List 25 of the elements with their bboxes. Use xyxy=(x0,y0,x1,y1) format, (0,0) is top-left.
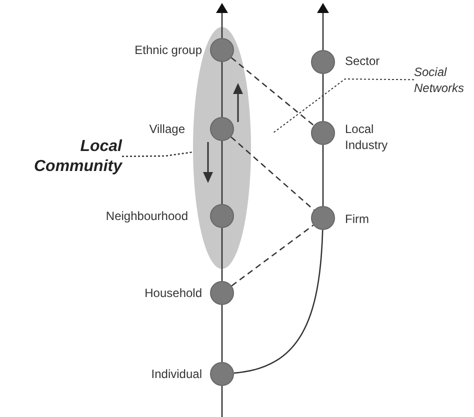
node-label: Village xyxy=(149,121,185,137)
connector-line xyxy=(221,62,223,117)
dashed-connector xyxy=(230,57,314,126)
connector-line xyxy=(322,74,324,121)
connector-line xyxy=(322,145,324,206)
connector-line xyxy=(221,305,223,362)
axis-arrow xyxy=(317,3,329,50)
leader-line xyxy=(122,151,194,158)
leader-line xyxy=(272,78,414,134)
dashed-connector xyxy=(230,136,314,211)
connector-line xyxy=(221,386,223,417)
connector-line xyxy=(234,230,324,374)
node-label: Ethnic group xyxy=(134,42,202,58)
node-label: Sector xyxy=(345,53,381,69)
node-label: Neighbourhood xyxy=(106,208,188,224)
axis-arrow xyxy=(216,3,228,38)
node-label: Household xyxy=(144,285,202,301)
node-label: Local Industry xyxy=(345,121,389,153)
callout-note: Social Networks xyxy=(414,63,474,97)
node-label: Firm xyxy=(345,211,370,227)
node-label: Individual xyxy=(151,366,202,382)
callout-label: Local Community xyxy=(2,137,122,177)
connector-line xyxy=(221,141,223,204)
connector-line xyxy=(221,228,223,281)
dashed-connector xyxy=(231,224,314,286)
